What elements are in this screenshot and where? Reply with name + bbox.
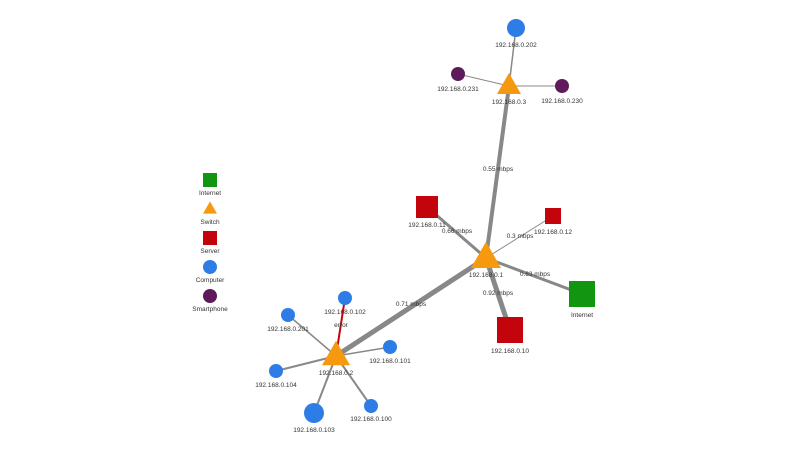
smartphone-icon[interactable] — [555, 79, 569, 93]
device-label: 192.168.0.10 — [491, 348, 529, 355]
device-label: 192.168.0.2 — [319, 370, 354, 377]
computer-icon[interactable] — [364, 399, 378, 413]
device-label: 192.168.0.11 — [408, 222, 446, 229]
device-c100[interactable]: 192.168.0.100 — [350, 399, 392, 423]
device-label: 192.168.0.201 — [267, 326, 309, 333]
switch-icon[interactable] — [497, 72, 521, 94]
link-s2-c103[interactable] — [313, 355, 337, 414]
legend-server-icon — [203, 231, 217, 245]
switch-icon[interactable] — [471, 241, 501, 268]
device-s2[interactable]: 192.168.0.2 — [319, 340, 354, 377]
legend-item-switch: Switch — [200, 201, 220, 226]
link-s1-s3[interactable] — [484, 84, 511, 260]
device-sv11[interactable]: 192.168.0.11 — [408, 196, 446, 229]
device-label: 192.168.0.1 — [469, 272, 504, 279]
device-s3[interactable]: 192.168.0.3 — [492, 72, 527, 106]
legend-label: Server — [200, 248, 220, 255]
device-inet[interactable]: Internet — [569, 281, 595, 319]
link-s1-s2[interactable] — [333, 255, 489, 359]
internet-icon[interactable] — [569, 281, 595, 307]
legend-label: Computer — [196, 277, 225, 284]
device-c103[interactable]: 192.168.0.103 — [293, 403, 335, 434]
device-label: 192.168.0.102 — [324, 309, 366, 316]
device-s1[interactable]: 192.168.0.1 — [469, 241, 504, 279]
legend-label: Switch — [200, 219, 220, 226]
legend-item-smartphone: Smartphone — [192, 289, 228, 313]
switch-icon[interactable] — [322, 340, 350, 366]
device-c102[interactable]: 192.168.0.102 — [324, 291, 366, 316]
link-label-s1-sv10: 0.92 mbps — [483, 290, 514, 297]
link-s1-sv12[interactable] — [485, 215, 554, 259]
link-label-s1-s3: 0.55 mbps — [483, 166, 514, 173]
device-label: 192.168.0.231 — [437, 86, 479, 93]
server-icon[interactable] — [545, 208, 561, 224]
device-label: 192.168.0.12 — [534, 229, 572, 236]
device-label: 192.168.0.100 — [350, 416, 392, 423]
device-p230[interactable]: 192.168.0.230 — [541, 79, 583, 105]
link-s2-c101[interactable] — [335, 346, 391, 357]
computer-icon[interactable] — [383, 340, 397, 354]
legend-internet-icon — [203, 173, 217, 187]
link-label-s1-s2: 0.71 mbps — [396, 301, 427, 308]
link-s2-c201[interactable] — [287, 314, 337, 357]
server-icon[interactable] — [497, 317, 523, 343]
link-label-s1-inet: 0.63 mbps — [520, 271, 551, 278]
device-c101[interactable]: 192.168.0.101 — [369, 340, 411, 365]
computer-icon[interactable] — [507, 19, 525, 37]
link-label-s1-sv12: 0.3 mbps — [507, 233, 534, 240]
device-label: 192.168.0.101 — [369, 358, 411, 365]
device-label: 192.168.0.103 — [293, 427, 335, 434]
server-icon[interactable] — [416, 196, 438, 218]
device-label: 192.168.0.3 — [492, 99, 527, 106]
smartphone-icon[interactable] — [451, 67, 465, 81]
device-c201[interactable]: 192.168.0.201 — [267, 308, 309, 333]
link-label-s1-sv11: 0.66 mbps — [442, 228, 473, 235]
legend-item-computer: Computer — [196, 260, 225, 284]
device-label: Internet — [571, 312, 593, 319]
legend-item-internet: Internet — [199, 173, 221, 197]
computer-icon[interactable] — [269, 364, 283, 378]
computer-icon[interactable] — [304, 403, 324, 423]
device-label: 192.168.0.104 — [255, 382, 297, 389]
legend-computer-icon — [203, 260, 217, 274]
legend-smartphone-icon — [203, 289, 217, 303]
legend-switch-icon — [203, 201, 217, 214]
link-layer — [275, 27, 584, 414]
device-layer: 192.168.0.1 192.168.0.2 192.168.0.3Interne… — [255, 19, 595, 434]
device-sv12[interactable]: 192.168.0.12 — [534, 208, 572, 236]
legend-label: Smartphone — [192, 306, 228, 313]
device-c202[interactable]: 192.168.0.202 — [495, 19, 537, 49]
link-label-s2-c102: error — [334, 322, 349, 329]
device-label: 192.168.0.230 — [541, 98, 583, 105]
computer-icon[interactable] — [281, 308, 295, 322]
device-c104[interactable]: 192.168.0.104 — [255, 364, 297, 389]
device-sv10[interactable]: 192.168.0.10 — [491, 317, 529, 355]
legend-item-server: Server — [200, 231, 220, 255]
link-label-layer: 0.55 mbps 0.71 mbps 0.66 mbps 0.3 mbps 0.63 … — [334, 166, 551, 329]
link-s3-p231[interactable] — [457, 73, 510, 87]
legend-label: Internet — [199, 190, 221, 197]
computer-icon[interactable] — [338, 291, 352, 305]
device-p231[interactable]: 192.168.0.231 — [437, 67, 479, 93]
link-s1-inet[interactable] — [484, 256, 584, 296]
device-label: 192.168.0.202 — [495, 42, 537, 49]
